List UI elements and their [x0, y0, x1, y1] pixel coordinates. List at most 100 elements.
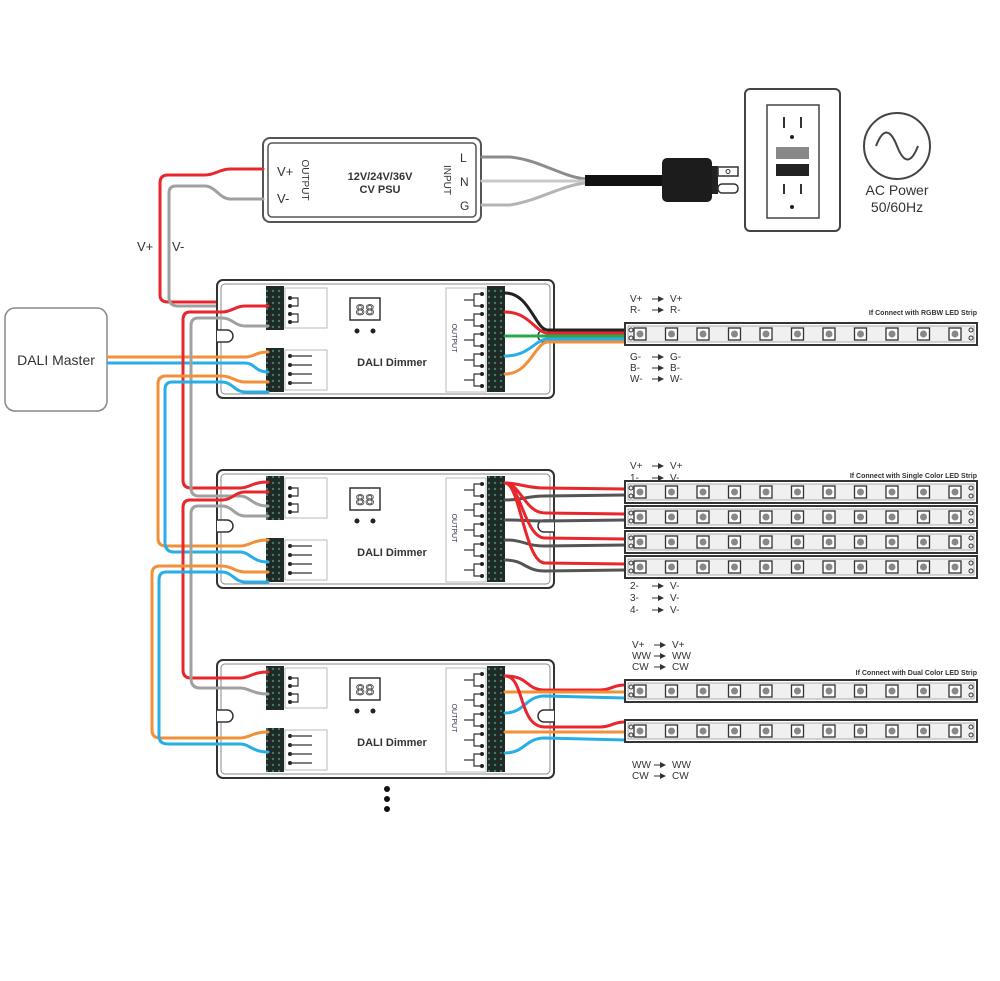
output-wires — [503, 291, 627, 755]
map-to: B- — [670, 363, 680, 374]
dimmer-label: DALI Dimmer — [357, 737, 427, 749]
single-top-map-row: V+V+ — [630, 461, 683, 472]
rgbw-led-strip — [624, 322, 978, 346]
solder-pad — [968, 485, 974, 491]
button-icon — [354, 708, 360, 714]
wire-single-ch3 — [503, 538, 627, 548]
psu-output-label: OUTPUT — [299, 159, 310, 200]
solder-pad — [628, 518, 634, 524]
dual-strip-title: If Connect with Dual Color LED Strip — [856, 670, 977, 677]
rgbw-bottom-map-row: G- G- — [630, 352, 681, 363]
wire-g — [480, 181, 587, 207]
wire-l — [480, 155, 587, 181]
map-to: G- — [670, 352, 681, 363]
map-from: 1- — [630, 473, 639, 484]
mount-notch-left — [217, 329, 234, 343]
button-icon — [354, 518, 360, 524]
segment-display-value: 88 — [355, 492, 374, 510]
solder-pad — [628, 684, 634, 690]
output-label: OUTPUT — [450, 324, 457, 354]
dual-bottom-map-row: CW CW — [632, 771, 689, 782]
solder-pad — [628, 692, 634, 698]
map-from: V+ — [630, 294, 643, 305]
rgbw-bottom-map-row: W-W- — [630, 374, 683, 385]
ac-power: AC Power 50/60Hz — [863, 112, 931, 215]
map-from: WW — [632, 651, 651, 662]
map-from: G- — [630, 352, 641, 363]
button-icon — [354, 328, 360, 334]
solder-pad — [968, 535, 974, 541]
power-terminal-block — [266, 476, 284, 520]
map-from: CW — [632, 771, 649, 782]
single-bottom-map-row: 3- V- — [630, 593, 679, 604]
wire-vplus-link1 — [181, 304, 270, 490]
wire-rgbw-vplus — [503, 291, 627, 332]
solder-pad — [968, 335, 974, 341]
map-from: 4- — [630, 605, 639, 616]
power-terminal-block — [266, 286, 284, 330]
single-bottom-map-row: 2-V- — [630, 581, 679, 592]
dali-terminal-block — [266, 538, 284, 582]
map-from: R- — [630, 305, 641, 316]
psu-title-line2: CV PSU — [360, 184, 401, 196]
solder-pad — [628, 327, 634, 333]
output-legend — [445, 667, 487, 773]
solder-pad — [968, 732, 974, 738]
dimmer-label: DALI Dimmer — [357, 547, 427, 559]
map-to: CW — [672, 771, 689, 782]
wall-outlet-icon — [744, 88, 841, 232]
dual-top-map-row: V+ V+ — [632, 640, 685, 651]
map-to: V- — [670, 593, 679, 604]
output-legend — [445, 477, 487, 583]
map-to: V+ — [670, 461, 683, 472]
map-to: V- — [670, 473, 679, 484]
map-from: V+ — [632, 640, 645, 651]
single-strip-title: If Connect with Single Color LED Strip — [850, 473, 977, 480]
segment-display — [349, 487, 381, 511]
output-label: OUTPUT — [450, 514, 457, 544]
wire-dual1-cw — [503, 694, 627, 715]
wire-vplus-link2 — [181, 490, 270, 680]
wire-rgbw-r — [503, 310, 627, 335]
mount-notch-left — [217, 709, 234, 723]
ac-power-line2: 50/60Hz — [871, 199, 923, 215]
ac-power-line1: AC Power — [865, 182, 928, 198]
segment-display-value: 88 — [355, 302, 374, 320]
rgbw-top-map-row: V+ V+ — [630, 294, 683, 305]
psu-out-vplus: V+ — [277, 164, 293, 179]
solder-pad — [968, 518, 974, 524]
solder-pad — [628, 543, 634, 549]
wire-dual2-cw — [503, 736, 627, 755]
wire-vminus-link1 — [189, 316, 270, 508]
output-terminal-block — [487, 666, 505, 772]
map-from: B- — [630, 363, 640, 374]
solder-pad — [968, 510, 974, 516]
single-color-led-strip-4 — [624, 555, 978, 579]
dali-master: DALI Master — [4, 307, 108, 412]
dual-color-led-strip-1 — [624, 679, 978, 703]
map-from: 3- — [630, 593, 639, 604]
wire-dali-da-in — [106, 350, 270, 359]
single-color-led-strip-1 — [624, 480, 978, 504]
map-from: WW — [632, 760, 651, 771]
psu-in-l: L — [460, 151, 467, 165]
map-to: W- — [670, 374, 683, 385]
rgbw-strip-title: If Connect with RGBW LED Strip — [869, 310, 977, 317]
wire-rgbw-w — [503, 340, 627, 376]
map-to: V+ — [672, 640, 685, 651]
solder-pad — [628, 724, 634, 730]
wire-rgbw-b — [503, 337, 627, 358]
solder-pad — [628, 485, 634, 491]
wire-single-ch4 — [503, 558, 627, 573]
map-to: V+ — [670, 294, 683, 305]
button-icon — [370, 328, 376, 334]
segment-display — [349, 677, 381, 701]
mount-notch-left — [217, 519, 234, 533]
psu-input-label: INPUT — [441, 165, 452, 195]
map-to: R- — [670, 305, 681, 316]
